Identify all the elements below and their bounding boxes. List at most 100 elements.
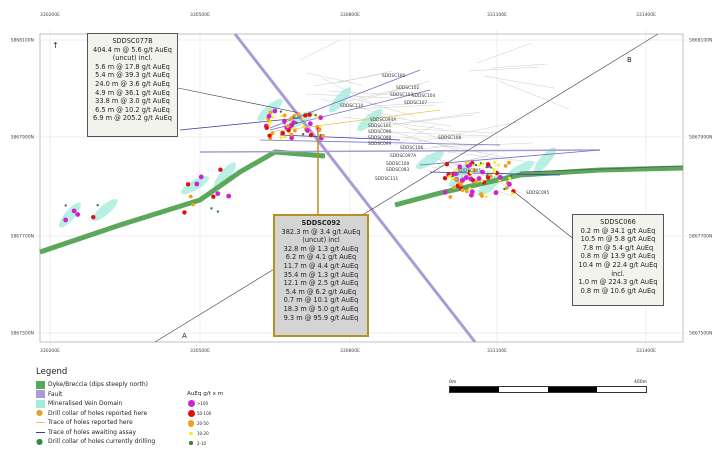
northing-tick-left: 5867500N bbox=[11, 331, 34, 337]
assay-intercept-dot bbox=[452, 185, 457, 190]
legend-item: Dyke/Breccia (dips steeply north) bbox=[36, 380, 155, 390]
historic-hole-trace bbox=[402, 136, 504, 158]
assay-intercept-dot bbox=[474, 179, 478, 184]
assay-intercept-dot bbox=[64, 204, 67, 207]
assay-intercept-dot bbox=[458, 181, 462, 186]
assay-intercept-dot bbox=[510, 191, 514, 195]
drill-hole-label: SDDSC110 bbox=[340, 103, 364, 109]
aueq-dot-icon bbox=[189, 441, 193, 445]
mineralised-vein-domain bbox=[449, 162, 471, 188]
drill-hole-trace bbox=[259, 139, 501, 146]
aueq-dot-icon bbox=[187, 420, 195, 427]
drill-hole-label: SDDSC093 bbox=[386, 167, 410, 173]
legend-label: Dyke/Breccia (dips steeply north) bbox=[48, 381, 149, 389]
legend-item: ●Drill collar of holes reported here bbox=[36, 409, 155, 419]
assay-intercept-dot bbox=[481, 162, 485, 166]
assay-intercept-dot bbox=[477, 163, 481, 167]
assay-intercept-dot bbox=[474, 163, 478, 167]
northing-tick-right: 5867700N bbox=[689, 234, 712, 240]
assay-intercept-dot bbox=[71, 208, 77, 214]
section-line-a-b bbox=[154, 33, 659, 343]
assay-intercept-dot bbox=[507, 160, 511, 165]
intercept-line: 10.4 m @ 22.4 g/t AuEq bbox=[578, 260, 658, 269]
fault-main bbox=[233, 33, 477, 343]
assay-intercept-dot bbox=[442, 189, 448, 195]
assay-intercept-dot bbox=[315, 115, 319, 119]
assay-intercept-dot bbox=[282, 113, 287, 118]
aueq-dot-icon bbox=[187, 400, 195, 408]
assay-intercept-dot bbox=[266, 113, 272, 119]
legend-label: Mineralised Vein Domain bbox=[48, 400, 123, 408]
historic-hole-trace bbox=[454, 152, 496, 166]
mineralised-vein-domain bbox=[92, 199, 118, 221]
assay-intercept-dot bbox=[307, 112, 312, 117]
intercept-line: 6.2 m @ 4.1 g/t AuEq bbox=[285, 253, 357, 262]
intercept-line: 382.3 m @ 3.4 g/t AuEq bbox=[281, 227, 361, 236]
assay-intercept-dot bbox=[314, 113, 317, 117]
intercept-line: 6.5 m @ 10.2 g/t AuEq bbox=[95, 105, 170, 114]
assay-intercept-dot bbox=[285, 124, 290, 129]
historic-hole-trace bbox=[335, 83, 422, 105]
legend-swatch bbox=[36, 399, 45, 408]
historic-hole-trace bbox=[417, 121, 519, 143]
drill-hole-label: SDDSC095 bbox=[526, 190, 550, 196]
assay-intercept-dot bbox=[479, 192, 484, 196]
scale-bar: 0m 400m bbox=[449, 380, 647, 393]
assay-intercept-dot bbox=[464, 189, 469, 194]
assay-intercept-dot bbox=[318, 124, 322, 128]
legend-line-icon bbox=[36, 431, 45, 433]
assay-intercept-dot bbox=[497, 163, 501, 167]
historic-hole-trace bbox=[357, 121, 459, 151]
assay-intercept-dot bbox=[303, 113, 308, 118]
dyke-breccia-east bbox=[394, 165, 684, 208]
legend-line-icon bbox=[36, 422, 45, 424]
assay-intercept-dot bbox=[301, 117, 305, 121]
assay-intercept-dot bbox=[508, 176, 512, 180]
aueq-class: 10-20 bbox=[187, 428, 223, 438]
drill-hole-label: SDDSC109 bbox=[386, 161, 410, 167]
assay-intercept-dot bbox=[469, 192, 474, 198]
intercept-line: 4.9 m @ 36.1 g/t AuEq bbox=[95, 88, 170, 97]
intercept-line: 35.4 m @ 1.3 g/t AuEq bbox=[283, 270, 359, 279]
legend-label: Trace of holes reported here bbox=[48, 419, 133, 427]
assay-intercept-dot bbox=[469, 171, 473, 175]
easting-tick-bottom: 330200E bbox=[40, 348, 60, 354]
easting-tick-top: 330500E bbox=[190, 12, 210, 18]
legend-label: Drill collar of holes reported here bbox=[48, 409, 148, 417]
assay-intercept-dot bbox=[296, 112, 301, 117]
assay-intercept-dot bbox=[442, 176, 448, 181]
legend-swatch bbox=[36, 390, 45, 399]
northing-tick-left: 5867900N bbox=[11, 135, 34, 141]
legend-item: Fault bbox=[36, 390, 155, 400]
assay-intercept-dot bbox=[448, 195, 453, 199]
easting-tick-bottom: 330500E bbox=[190, 348, 210, 354]
intercept-line: 1.0 m @ 224.3 g/t AuEq bbox=[578, 278, 658, 287]
assay-intercept-dot bbox=[507, 181, 512, 187]
historic-hole-trace bbox=[299, 39, 341, 61]
historic-hole-trace bbox=[491, 63, 548, 69]
assay-intercept-dot bbox=[268, 123, 272, 127]
callout-hole-id: SDDSC066 bbox=[600, 218, 636, 226]
assay-intercept-dot bbox=[472, 168, 477, 172]
assay-intercept-dot bbox=[185, 182, 191, 187]
assay-intercept-dot bbox=[455, 167, 459, 171]
dyke-breccia-west bbox=[39, 149, 326, 255]
assay-intercept-dot bbox=[267, 133, 272, 138]
aueq-label: 50-100 bbox=[197, 411, 212, 417]
aueq-class: 20-50 bbox=[187, 419, 223, 429]
intercept-line: 0.8 m @ 13.9 g/t AuEq bbox=[580, 252, 656, 261]
drill-hole-label: SDDSC111 bbox=[375, 176, 399, 182]
assay-intercept-dot bbox=[271, 115, 275, 119]
assay-intercept-dot bbox=[295, 121, 298, 125]
mineralised-vein-domain bbox=[214, 162, 236, 188]
legend-title: Legend bbox=[36, 367, 68, 377]
assay-intercept-dot bbox=[448, 174, 452, 178]
assay-intercept-dot bbox=[301, 125, 305, 129]
legend-item: ●Drill collar of holes currently drillin… bbox=[36, 437, 155, 447]
historic-hole-trace bbox=[342, 116, 444, 130]
northing-tick-right: 5867900N bbox=[689, 135, 712, 141]
drill-collar-icon: ● bbox=[36, 436, 43, 446]
assay-intercept-dot bbox=[182, 210, 187, 215]
